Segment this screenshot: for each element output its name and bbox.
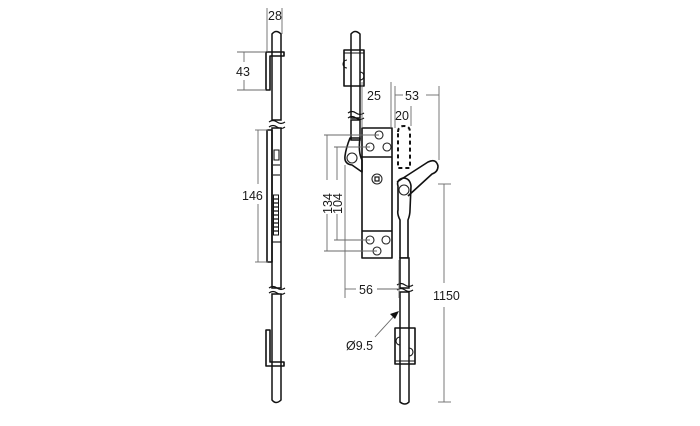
dim-label-fixing-inner: 104 [331, 193, 345, 214]
handle-outline-dashed [397, 124, 411, 169]
front-bottom-guide [394, 327, 416, 365]
side-rack-teeth [273, 194, 279, 236]
guide-detail [408, 347, 414, 357]
front-top-rod [350, 30, 361, 119]
guide-detail [395, 336, 401, 346]
dim-label-rod-width: 28 [268, 9, 282, 23]
side-slot [273, 149, 280, 161]
break-mark-icon [268, 124, 286, 130]
side-bottom-rod [271, 293, 282, 404]
dim-label-backset: 56 [359, 283, 373, 297]
dim-label-keeper-height: 43 [236, 65, 250, 79]
dim-label-gearbox-length: 146 [242, 189, 263, 203]
break-mark-icon [268, 290, 286, 296]
guide-detail [342, 59, 348, 69]
dim-label-fixing-outer: 134 [321, 193, 335, 214]
front-rod-upper [350, 119, 361, 141]
arrow-icon [390, 311, 399, 319]
leader-line [374, 313, 397, 338]
fixing-hole [382, 142, 392, 152]
break-mark-icon [268, 119, 286, 125]
fixing-hole [381, 235, 391, 245]
pivot-hole [346, 152, 358, 164]
upper-link [344, 137, 363, 173]
front-bottom-rod [399, 291, 410, 405]
side-top-rod [271, 30, 282, 121]
dim-label-handle-width: 20 [395, 109, 409, 123]
dim-label-rod-diameter: Ø9.5 [346, 339, 373, 353]
front-top-guide [343, 49, 365, 87]
break-mark-icon [268, 285, 286, 291]
dim-label-case-width: 25 [367, 89, 381, 103]
front-rod-lower [399, 257, 410, 289]
dim-label-handle-offset: 53 [405, 89, 419, 103]
side-bottom-keeper [265, 329, 285, 367]
side-view: 28 43 146 [236, 8, 286, 404]
front-view: 25 53 20 134 104 56 Ø9.5 [321, 30, 460, 405]
dim-label-overall-length: 1150 [433, 289, 460, 303]
lock-case [361, 127, 393, 259]
handle-lever [396, 159, 439, 197]
side-gearbox-plate [266, 129, 273, 263]
guide-detail [359, 71, 365, 81]
pivot-hole [398, 184, 410, 196]
spindle-square [374, 176, 380, 182]
lower-link [396, 177, 412, 259]
